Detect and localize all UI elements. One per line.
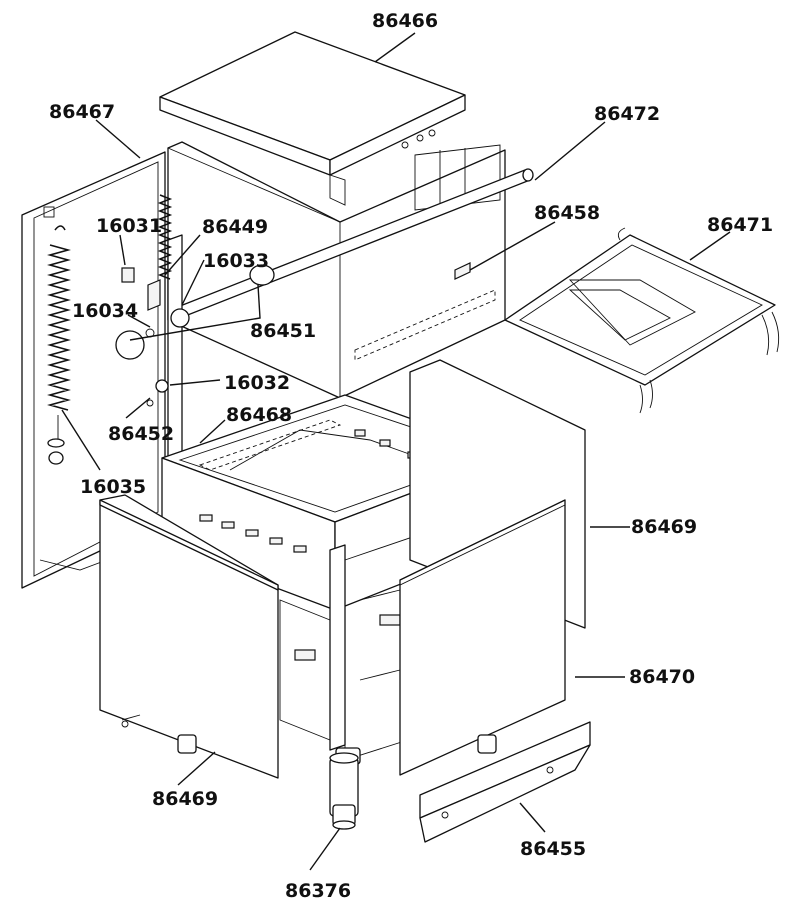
callout-86466: 86466 [372,10,438,32]
callout-16033: 16033 [203,250,269,272]
leg-86376 [329,752,359,830]
callout-16032: 16032 [224,372,290,394]
callout-86469-bottom: 86469 [152,788,218,810]
callout-86452: 86452 [108,423,174,445]
spring-16035 [47,225,71,465]
base-frame [279,484,566,761]
callout-86468: 86468 [226,404,292,426]
top-hood [159,31,466,206]
callout-16035: 16035 [80,476,146,498]
callout-86469-right: 86469 [631,516,697,538]
callout-86470: 86470 [629,666,695,688]
callout-86458: 86458 [534,202,600,224]
callout-86451: 86451 [250,320,316,342]
callout-86376: 86376 [285,880,351,902]
callout-16031: 16031 [96,215,162,237]
front-right-panel [399,499,566,776]
callout-labels: 86466 86467 86472 16031 86449 16033 8645… [49,10,773,902]
callout-86467: 86467 [49,101,115,123]
rack-frame [504,227,780,414]
callout-86449: 86449 [202,216,268,238]
kick-plate [419,721,591,843]
leader-lines [61,32,731,871]
callout-86472: 86472 [594,103,660,125]
spring-86449 [157,194,173,280]
front-left-panel [99,494,279,779]
callout-86455: 86455 [520,838,586,860]
callout-16034: 16034 [72,300,138,322]
callout-86471: 86471 [707,214,773,236]
